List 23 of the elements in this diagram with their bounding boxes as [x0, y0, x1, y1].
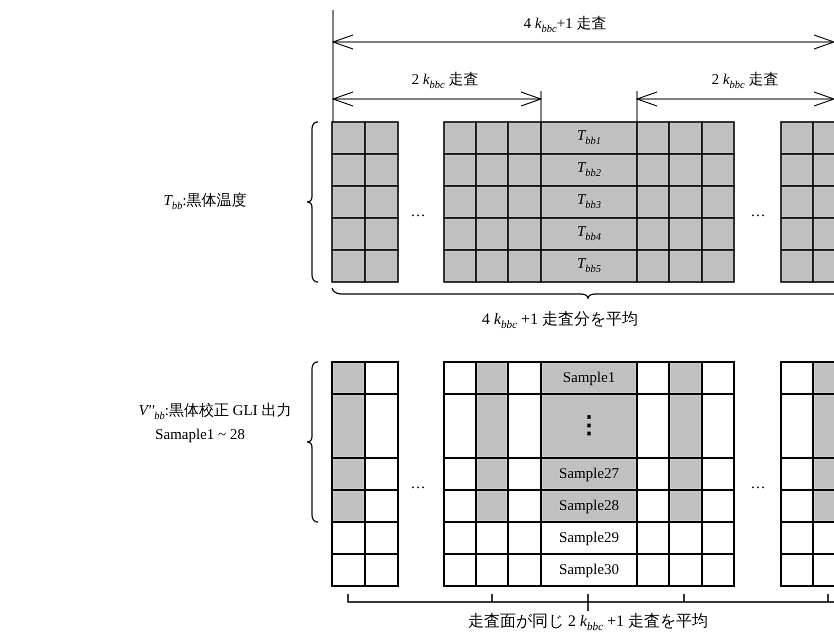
cell-label: T$_{bb5}$ [576, 256, 602, 276]
legend-text: Samaple1 ~ 28 [155, 426, 245, 444]
dimension-label: 4 k$_{bbc}$+1 走査 [524, 16, 606, 36]
ellipsis: … [410, 204, 426, 220]
ellipsis: … [410, 476, 426, 492]
cell-label: Sample30 [559, 562, 619, 578]
ellipsis: … [750, 476, 766, 492]
cell-label: T$_{bb4}$ [576, 224, 602, 244]
cell-label: Sample29 [559, 530, 619, 546]
ellipsis: … [750, 204, 766, 220]
cell-label: Sample1 [562, 370, 616, 386]
cell-label: T$_{bb3}$ [576, 192, 602, 212]
cell-label: T$_{bb1}$ [576, 128, 602, 148]
dimension-label: 2 k$_{bbc}$ 走査 [412, 72, 478, 92]
legend-text: T$_{bb}$:黒体温度 [164, 193, 246, 213]
vertical-ellipsis: ⋮ [577, 412, 601, 440]
cell-label: Sample27 [559, 466, 619, 482]
annotation: 4 k$_{bbc}$ +1 走査分を平均 [482, 310, 638, 332]
legend-text: V''$_{bb}$:黒体校正 GLI 出力 [138, 403, 292, 423]
cell-label: T$_{bb2}$ [576, 160, 602, 180]
annotation: 走査面が同じ 2 k$_{bbc}$ +1 走査を平均 [468, 612, 708, 634]
dimension-label: 2 k$_{bbc}$ 走査 [712, 72, 778, 92]
cell-label: Sample28 [559, 498, 619, 514]
